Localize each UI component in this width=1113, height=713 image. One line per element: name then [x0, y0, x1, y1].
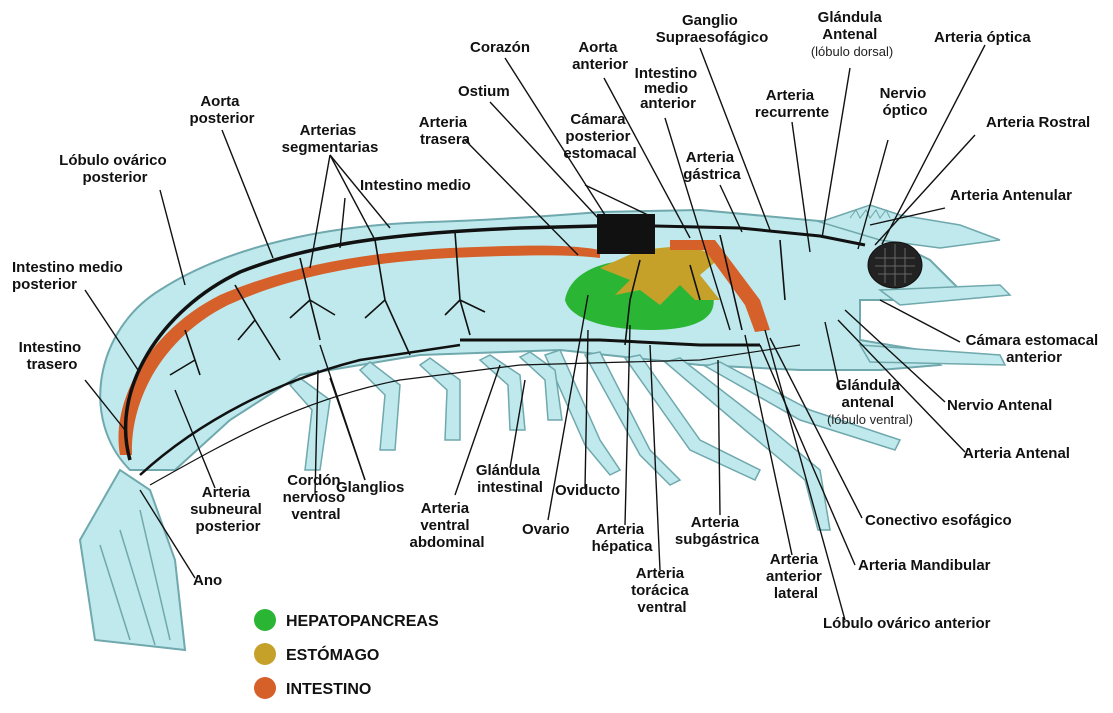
label-ovario: Ovario — [522, 521, 570, 538]
label-arteria-trasera: Arteria trasera — [419, 114, 472, 148]
label-arteria-optica: Arteria óptica — [934, 29, 1031, 46]
label-arteria-hepatica: Arteria hépatica — [592, 521, 654, 555]
tail-fan — [80, 470, 185, 650]
label-conectivo-esofagico: Conectivo esofágico — [865, 512, 1012, 529]
legend-swatch — [254, 643, 276, 665]
label-lobulo-ovarico-anterior: Lóbulo ovárico anterior — [823, 615, 991, 632]
label-arteria-rostral: Arteria Rostral — [986, 114, 1090, 131]
legend: HEPATOPANCREAS ESTÓMAGO INTESTINO — [254, 609, 439, 699]
legend-label: INTESTINO — [286, 681, 371, 698]
label-arteria-anterior-lateral: Arteria anterior lateral — [766, 551, 826, 602]
label-cordon-nervioso-ventral: Cordón nervioso ventral — [283, 472, 350, 523]
label-intestino-medio-anterior: Intestino medio anterior — [635, 65, 702, 112]
label-arteria-antenular: Arteria Antenular — [950, 187, 1072, 204]
legend-swatch — [254, 609, 276, 631]
label-intestino-medio: Intestino medio — [360, 177, 471, 194]
label-intestino-medio-posterior: Intestino medio posterior — [12, 259, 127, 293]
label-glandula-antenal-ventral: Glándula antenal (lóbulo ventral) — [827, 377, 913, 427]
label-aorta-anterior: Aorta anterior — [572, 39, 628, 73]
label-arteria-ventral-abdominal: Arteria ventral abdominal — [409, 500, 484, 551]
label-arteria-mandibular: Arteria Mandibular — [858, 557, 991, 574]
label-ano: Ano — [193, 572, 222, 589]
label-oviducto: Oviducto — [555, 482, 620, 499]
label-arteria-recurrente: Arteria recurrente — [755, 87, 829, 121]
label-intestino-trasero: Intestino trasero — [19, 339, 86, 373]
label-arteria-antenal: Arteria Antenal — [963, 445, 1070, 462]
label-nervio-optico: Nervio óptico — [880, 85, 931, 119]
label-nervio-antenal: Nervio Antenal — [947, 397, 1052, 414]
label-corazon: Corazón — [470, 39, 530, 56]
label-glandula-antenal-dorsal: Glándula Antenal (lóbulo dorsal) — [811, 9, 893, 59]
label-lobulo-ovarico-posterior: Lóbulo ovárico posterior — [59, 152, 171, 186]
label-aorta-posterior: Aorta posterior — [189, 93, 254, 127]
label-arterias-segmentarias: Arterias segmentarias — [282, 122, 379, 156]
label-ostium: Ostium — [458, 83, 510, 100]
label-camara-posterior-estomacal: Cámara posterior estomacal — [563, 111, 636, 162]
label-arteria-toracica-ventral: Arteria torácica ventral — [631, 565, 693, 616]
label-arteria-subgastrica: Arteria subgástrica — [675, 514, 760, 548]
heart — [597, 214, 655, 254]
label-glandula-intestinal: Glándula intestinal — [476, 462, 544, 496]
legend-label: HEPATOPANCREAS — [286, 613, 439, 630]
label-ganglio-supraesofagico: Ganglio Supraesofágico — [656, 12, 769, 46]
legend-swatch — [254, 677, 276, 699]
label-arteria-gastrica: Arteria gástrica — [683, 149, 741, 183]
label-arteria-subneural-posterior: Arteria subneural posterior — [190, 484, 266, 535]
legend-label: ESTÓMAGO — [286, 645, 379, 664]
